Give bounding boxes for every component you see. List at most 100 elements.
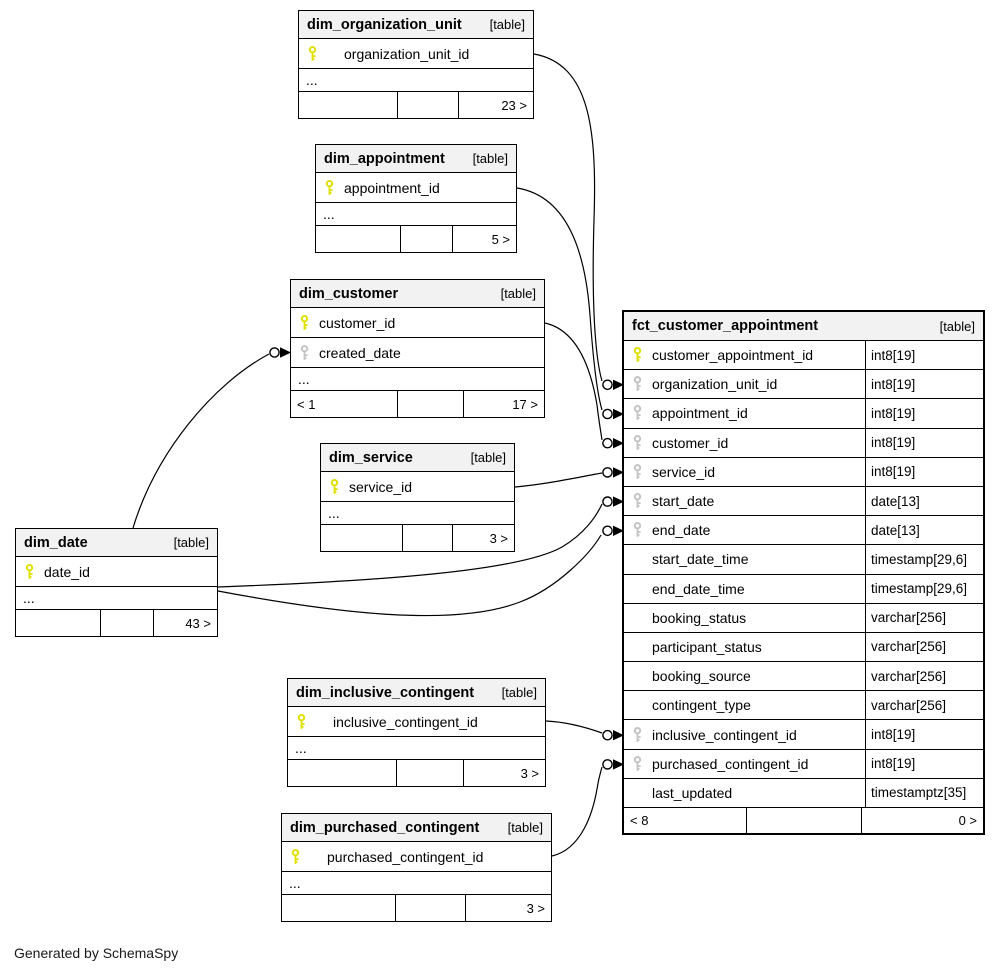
column-name-cell: customer_id [291, 308, 544, 337]
column-row: inclusive_contingent_id [288, 707, 545, 737]
column-name: service_id [349, 478, 413, 495]
footer-parents-count: < 8 [630, 813, 649, 828]
column-row: participant_status varchar[256] [624, 632, 983, 663]
ellipsis-row: ... [288, 737, 545, 760]
relationship-dim_service-to-fct_customer_appointment [514, 467, 624, 488]
primary-key-icon [324, 179, 335, 196]
column-name-cell: participant_status [624, 632, 866, 662]
table-header: dim_inclusive_contingent[table] [288, 679, 545, 707]
column-name-cell: customer_appointment_id [624, 341, 866, 370]
column-row: date_id [16, 557, 217, 587]
column-name: created_date [319, 344, 401, 361]
ellipsis-row: ... [16, 587, 217, 610]
table-header: dim_date[table] [16, 529, 217, 557]
column-name: start_date [652, 493, 715, 510]
footer-parents-count [288, 760, 396, 786]
column-name: customer_appointment_id [652, 347, 814, 364]
foreign-key-icon [632, 726, 643, 743]
primary-key-icon [24, 563, 35, 580]
footer-parents-count [282, 895, 395, 921]
cardinality-circle [602, 759, 613, 770]
primary-key-icon [632, 347, 643, 364]
column-row: start_date date[13] [624, 486, 983, 517]
relationship-line [551, 766, 603, 857]
cardinality-circle [602, 729, 613, 741]
column-name-cell: end_date [624, 516, 866, 545]
column-name-cell: end_date_time [624, 574, 866, 603]
arrowhead-icon [613, 759, 624, 770]
table-dim_inclusive_contingent[interactable]: dim_inclusive_contingent[table]inclusive… [287, 678, 546, 787]
primary-key-icon [296, 713, 307, 730]
relationship-line [217, 534, 602, 617]
table-type-tag: [table] [470, 450, 506, 465]
table-name: dim_customer [299, 285, 399, 302]
arrowhead-icon [613, 467, 624, 478]
relationship-dim_date-to-fct_customer_appointment [217, 496, 624, 588]
column-name: booking_status [652, 609, 747, 626]
column-name: inclusive_contingent_id [652, 726, 797, 743]
ellipsis-row: ... [299, 69, 533, 92]
table-footer: 43 > [16, 610, 217, 636]
column-type: varchar[256] [871, 639, 947, 655]
table-header: dim_customer[table] [291, 280, 544, 308]
column-name-cell: service_id [321, 472, 514, 501]
table-dim_customer[interactable]: dim_customer[table] customer_id created_da… [290, 279, 545, 418]
arrowhead-icon [613, 438, 624, 449]
column-name: customer_id [319, 314, 396, 331]
footer-children-count: 0 > [860, 808, 983, 833]
column-row: service_id int8[19] [624, 457, 983, 487]
column-name: last_updated [652, 784, 733, 801]
table-name: dim_organization_unit [307, 16, 462, 33]
column-row: end_date_time timestamp[29,6] [624, 574, 983, 604]
column-name: purchased_contingent_id [327, 848, 484, 865]
cardinality-circle [602, 496, 613, 507]
relationship-dim_appointment-to-fct_customer_appointment [516, 187, 624, 420]
ellipsis-row: ... [282, 872, 551, 895]
relationship-dim_inclusive_contingent-to-fct_customer_appointment [545, 720, 624, 741]
foreign-key-icon [632, 376, 643, 393]
table-dim_organization_unit[interactable]: dim_organization_unit[table]organization… [298, 10, 534, 119]
cardinality-circle [602, 437, 613, 449]
arrowhead-icon [613, 730, 624, 741]
column-type: date[13] [871, 493, 920, 509]
table-footer: 3 > [321, 525, 514, 551]
table-header: dim_purchased_contingent[table] [282, 814, 551, 842]
footer-parents-count [16, 610, 100, 636]
column-name-cell: appointment_id [624, 399, 866, 428]
arrowhead-icon [280, 347, 291, 358]
footer-children-count: 17 > [463, 391, 544, 417]
cardinality-circle [602, 408, 613, 420]
table-footer: 5 > [316, 226, 516, 252]
relationship-dim_date-to-dim_customer [132, 347, 291, 529]
relationship-line [544, 322, 603, 441]
column-name: contingent_type [652, 697, 751, 714]
column-type: timestamp[29,6] [871, 581, 968, 597]
foreign-key-icon [632, 434, 643, 451]
column-name-cell: start_date_time [624, 545, 866, 574]
column-name-cell: booking_source [624, 662, 866, 691]
relationship-dim_date-to-fct_customer_appointment [217, 525, 624, 617]
table-fct_customer_appointment[interactable]: fct_customer_appointment[table]customer_… [622, 310, 985, 835]
column-name: organization_unit_id [652, 376, 778, 393]
table-dim_appointment[interactable]: dim_appointment[table]appointment_id...5… [315, 144, 517, 253]
table-dim_date[interactable]: dim_date[table]date_id...43 > [15, 528, 218, 637]
footer-children-count: 3 > [464, 895, 551, 921]
column-name-cell: organization_unit_id [299, 39, 533, 68]
footer-children-count: 43 > [152, 610, 217, 636]
relationship-dim_purchased_contingent-to-fct_customer_appointment [551, 759, 624, 857]
ellipsis-row: ... [316, 203, 516, 226]
column-type: timestamptz[35] [871, 785, 967, 801]
column-name-cell: customer_id [624, 428, 866, 457]
column-type: int8[19] [871, 464, 916, 480]
column-row: last_updated timestamptz[35] [624, 778, 983, 808]
column-name: participant_status [652, 638, 762, 655]
table-dim_service[interactable]: dim_service[table]service_id...3 > [320, 443, 515, 552]
column-name: service_id [652, 463, 716, 480]
table-dim_purchased_contingent[interactable]: dim_purchased_contingent[table] purchased… [281, 813, 552, 922]
column-name: booking_source [652, 668, 751, 685]
table-name: dim_date [24, 534, 88, 551]
